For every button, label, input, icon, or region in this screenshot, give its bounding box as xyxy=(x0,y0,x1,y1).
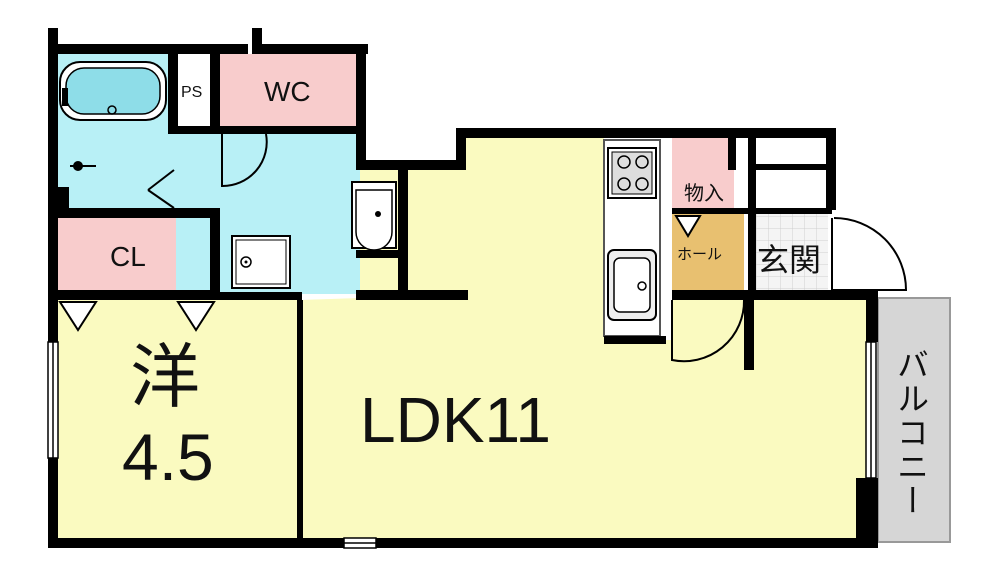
storage-floor xyxy=(672,134,734,212)
western-room-floor xyxy=(56,300,300,540)
walls xyxy=(48,28,878,548)
closet-label: CL xyxy=(110,241,146,272)
toilet-label: WC xyxy=(264,76,311,107)
hall-label: ホール xyxy=(677,246,723,263)
stove-icon xyxy=(607,147,657,199)
kitchen-sink-icon xyxy=(607,249,657,321)
toilet-floor xyxy=(218,54,356,128)
washbasin-icon xyxy=(351,181,397,251)
western-room-size: 4.5 xyxy=(122,420,214,494)
bathtub-icon xyxy=(59,61,167,121)
pipe-space-label: PS xyxy=(181,84,203,101)
western-room-name: 洋 xyxy=(130,338,200,416)
entrance-floor xyxy=(748,212,828,290)
washing-machine-pan-icon xyxy=(231,235,291,289)
entrance-label: 玄関 xyxy=(757,242,822,278)
closet-doors xyxy=(58,215,702,332)
ldk-floor xyxy=(300,138,868,540)
windows xyxy=(47,341,877,549)
shower-icon xyxy=(57,161,96,209)
storage-label: 物入 xyxy=(684,183,724,205)
doors xyxy=(147,133,908,538)
pipe-space-floor xyxy=(180,54,214,128)
ldk-label: LDK11 xyxy=(360,384,551,456)
balcony-floor xyxy=(877,297,951,543)
balcony-label: バルコニー xyxy=(893,348,929,518)
